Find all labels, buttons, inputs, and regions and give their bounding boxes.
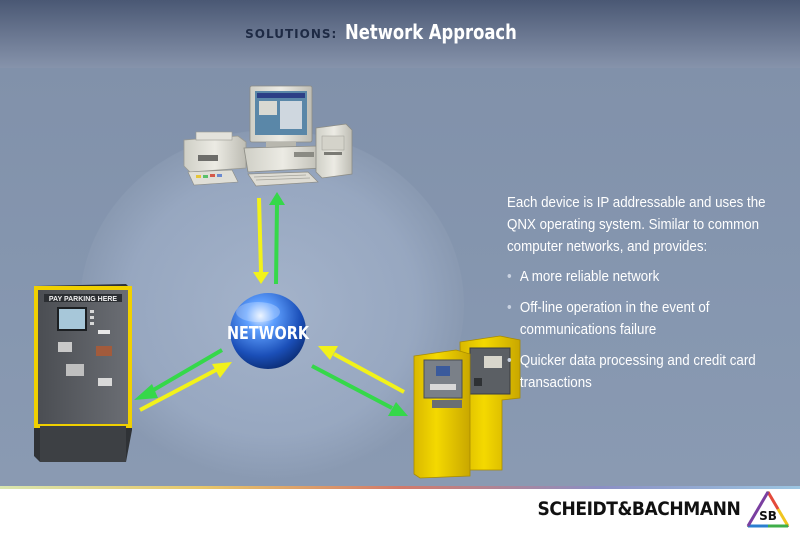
- slide-body: PAY PARKING HERE: [0, 68, 800, 486]
- arrow-workstation-to-network: [253, 197, 269, 284]
- arrow-pay-station-to-network: [139, 362, 232, 412]
- pay-station-screen: [57, 307, 87, 331]
- network-hub-label: NETWORK: [227, 322, 310, 343]
- network-diagram: PAY PARKING HERE: [34, 85, 521, 480]
- footer-divider: [0, 486, 800, 489]
- desktop-cpu-icon: [243, 145, 323, 173]
- printer-icon: [183, 131, 247, 173]
- arrow-network-to-workstation: [269, 192, 285, 285]
- list-item: A more reliable network: [507, 266, 787, 288]
- entry-exit-terminals: [413, 335, 521, 479]
- title-prefix: SOLUTIONS:: [245, 27, 338, 41]
- brand-logo-icon: SB: [746, 490, 790, 528]
- ticket-terminal-rear: [459, 335, 521, 471]
- list-item: Off-line operation in the event of commu…: [507, 297, 787, 341]
- server-tower-icon: [315, 123, 353, 179]
- keypad-icon: [187, 169, 239, 186]
- pay-station-sign: PAY PARKING HERE: [49, 296, 118, 303]
- keyboard-icon: [247, 171, 319, 187]
- arrow-terminals-to-network: [318, 346, 405, 394]
- arrow-network-to-terminals: [311, 364, 408, 416]
- page-title: SOLUTIONS: Network Approach: [0, 0, 800, 68]
- header-bar: [0, 0, 800, 68]
- benefits-list: A more reliable network Off-line operati…: [507, 266, 787, 394]
- computer-workstation: [183, 85, 353, 187]
- intro-paragraph: Each device is IP addressable and uses t…: [507, 195, 766, 255]
- footer: SCHEIDT&BACHMANN SB: [0, 486, 800, 533]
- brand-wordmark: SCHEIDT&BACHMANN: [537, 498, 740, 520]
- network-hub: NETWORK: [227, 293, 310, 369]
- description-panel: Each device is IP addressable and uses t…: [507, 192, 787, 403]
- pay-station: PAY PARKING HERE: [34, 284, 132, 462]
- ticket-terminal-front: [413, 349, 471, 479]
- list-item: Quicker data processing and credit card …: [507, 350, 787, 394]
- title-main: Network Approach: [345, 20, 518, 44]
- arrow-network-to-pay-station: [134, 348, 224, 400]
- monitor-icon: [249, 85, 313, 148]
- brand-mark-text: SB: [759, 509, 777, 523]
